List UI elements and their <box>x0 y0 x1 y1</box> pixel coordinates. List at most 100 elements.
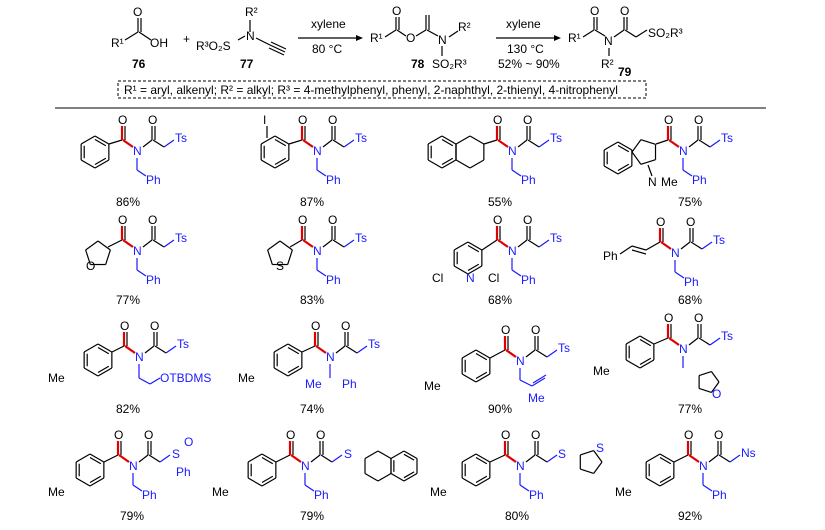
yield-label: 83% <box>300 293 324 307</box>
bond <box>481 239 498 251</box>
bond <box>364 472 379 482</box>
yield-label: 77% <box>678 402 702 416</box>
yield-label: 74% <box>300 402 324 416</box>
bond <box>517 239 528 248</box>
atom-n: N <box>438 33 447 47</box>
step1-temp: 80 °C <box>312 42 342 56</box>
sulfonyl-label: Ts <box>721 329 733 343</box>
bond <box>659 477 675 487</box>
bond <box>511 269 522 277</box>
atom-ph: Ph <box>176 465 191 479</box>
bond <box>461 477 477 487</box>
atom-n: N <box>679 342 688 356</box>
bond <box>527 139 540 148</box>
bond <box>302 239 314 248</box>
bond <box>136 269 147 277</box>
atom-r2: R² <box>601 57 614 71</box>
bond <box>441 159 457 169</box>
bond <box>653 337 669 345</box>
bond <box>142 139 153 148</box>
bond <box>94 135 110 145</box>
bond <box>261 453 277 463</box>
atom-o: O <box>148 113 157 127</box>
bond <box>94 139 107 147</box>
bond <box>668 337 680 346</box>
bond <box>288 139 303 145</box>
bond <box>148 454 161 463</box>
bond <box>377 472 392 482</box>
bond <box>680 241 691 250</box>
yield-label: 79% <box>300 509 324 523</box>
bond <box>80 159 96 169</box>
bond <box>89 453 105 463</box>
bond <box>701 241 713 250</box>
sulfonyl-label: Ts <box>550 231 562 245</box>
bond <box>674 271 685 279</box>
bond <box>475 353 488 361</box>
bond <box>532 374 547 384</box>
bond <box>698 370 712 377</box>
atom-s: S <box>558 447 566 461</box>
sulfonyl-label: Ns <box>741 446 756 460</box>
atom-cl: Cl <box>432 271 443 285</box>
atom-n: N <box>648 175 657 189</box>
bond <box>640 159 656 165</box>
yield-label: 90% <box>488 402 512 416</box>
step2-yield: 52% ~ 90% <box>498 57 560 71</box>
bond <box>304 484 315 492</box>
atom-o: O <box>298 113 307 127</box>
bond <box>453 265 469 275</box>
atom-r3o2s: R³O₂S <box>196 39 231 53</box>
bond <box>301 345 316 353</box>
compound-label-76: 76 <box>132 57 146 71</box>
bond <box>519 379 533 387</box>
atom-s: S <box>276 259 284 273</box>
bond <box>163 239 175 248</box>
bond <box>475 475 488 483</box>
step1-solvent: xylene <box>311 17 346 31</box>
bond <box>83 343 99 353</box>
atom-o: O <box>656 215 665 229</box>
bond <box>603 141 619 151</box>
atom-me: Me <box>661 175 678 189</box>
bond <box>107 239 123 248</box>
bond <box>631 139 642 153</box>
bond <box>688 454 700 463</box>
atom-o: O <box>184 435 193 449</box>
bond <box>152 239 165 248</box>
atom-o: O <box>341 319 350 333</box>
bond <box>441 135 457 145</box>
atom-me: Me <box>615 485 632 499</box>
bond <box>483 139 498 145</box>
atom-me: Me <box>424 379 441 393</box>
bond <box>273 367 289 377</box>
atom-ph: Ph <box>521 273 536 287</box>
atom-me: Me <box>238 371 255 385</box>
atom-so2r3: SO₂R³ <box>432 57 467 71</box>
bond <box>538 239 550 248</box>
bond <box>497 139 509 148</box>
atom-o: O <box>694 311 703 325</box>
bond <box>580 450 594 456</box>
plus-sign: + <box>183 32 190 46</box>
atom-me: Me <box>430 485 447 499</box>
bond <box>525 454 536 463</box>
bond <box>310 454 321 463</box>
atom-n: N <box>129 459 138 473</box>
atom-s: S <box>172 447 180 461</box>
bond <box>97 365 110 373</box>
sulfonyl-label: Ts <box>721 131 733 145</box>
atom-o: O <box>501 323 510 337</box>
bond <box>275 454 291 463</box>
atom-r1: R¹ <box>111 36 124 50</box>
bond <box>660 241 672 250</box>
bond <box>702 484 713 492</box>
bond <box>708 454 719 463</box>
bond <box>535 454 548 463</box>
atom-o: O <box>493 213 502 227</box>
atom-r1: R¹ <box>370 31 383 45</box>
